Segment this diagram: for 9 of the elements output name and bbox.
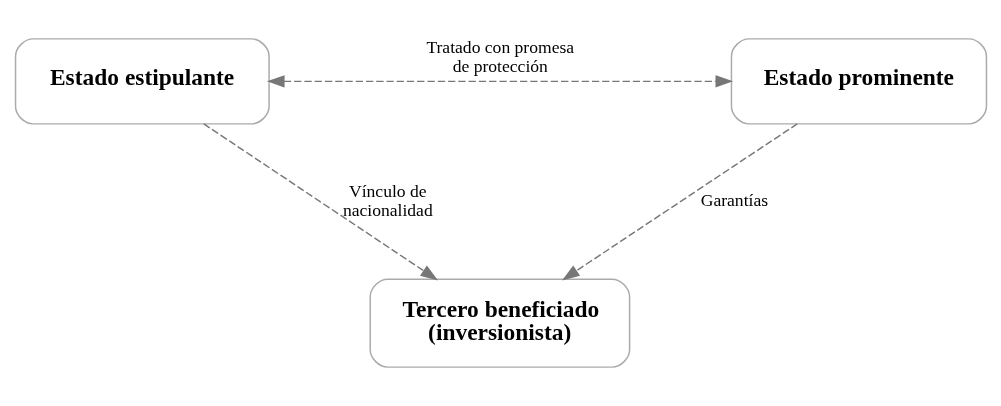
- edge-label: Tratado con promesa de protección: [425, 36, 574, 76]
- edge-label: Garantías: [700, 190, 768, 211]
- arrow: [202, 123, 438, 281]
- arrow: [266, 75, 733, 88]
- node-box: Tercero beneficiado (inversionista): [368, 278, 630, 368]
- edge-label: Vínculo de nacionalidad: [342, 180, 433, 220]
- node-box: Estado estipulante: [14, 38, 270, 125]
- arrow: [561, 123, 798, 281]
- node-box: Estado prominente: [730, 38, 987, 125]
